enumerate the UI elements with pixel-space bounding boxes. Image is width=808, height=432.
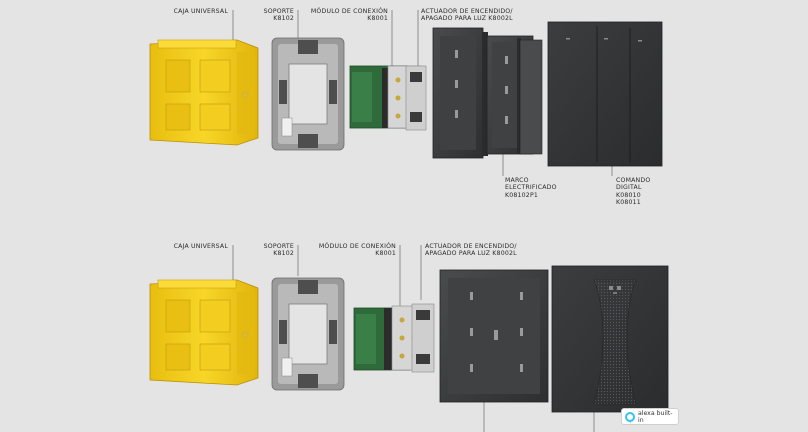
label-modulo-text: MÓDULO DE CONEXIÓN bbox=[318, 243, 396, 250]
connection-module-top bbox=[349, 65, 423, 129]
label-marco-code: K08102P1 bbox=[505, 191, 539, 199]
label-soporte-text: SOPORTE bbox=[263, 243, 294, 250]
label-comando-code2: K08011 bbox=[616, 199, 641, 207]
switch-actuator-bottom bbox=[411, 303, 435, 373]
digital-command-alexa bbox=[551, 265, 669, 413]
label-actuador-bottom: ACTUADOR DE ENCENDIDO/ APAGADO PARA LUZ … bbox=[425, 243, 517, 258]
label-caja-text: CAJA UNIVERSAL bbox=[173, 243, 228, 250]
label-comando-code1: K08010 bbox=[616, 191, 641, 199]
label-modulo-top: MÓDULO DE CONEXIÓN K8001 bbox=[300, 8, 388, 23]
label-caja-universal-top: CAJA UNIVERSAL bbox=[160, 8, 228, 15]
digital-command-top bbox=[547, 21, 663, 167]
support-frame-top bbox=[271, 37, 345, 151]
alexa-built-in-badge: alexa built-in bbox=[621, 408, 679, 425]
junction-box-top bbox=[149, 39, 259, 146]
label-marco-top: MARCO ELECTRIFICADO K08102P1 bbox=[505, 177, 557, 199]
electrified-frame-top bbox=[432, 27, 543, 159]
label-actuador-line1: ACTUADOR DE ENCENDIDO/ bbox=[425, 243, 517, 250]
alexa-ring-icon bbox=[625, 411, 635, 423]
label-caja-text: CAJA UNIVERSAL bbox=[173, 8, 228, 15]
label-soporte-bottom: SOPORTE K8102 bbox=[230, 243, 294, 258]
label-actuador-line1: ACTUADOR DE ENCENDIDO/ bbox=[421, 8, 513, 15]
label-actuador-top: ACTUADOR DE ENCENDIDO/ APAGADO PARA LUZ … bbox=[421, 8, 513, 23]
label-marco-line2: ELECTRIFICADO bbox=[505, 184, 557, 192]
label-caja-universal-bottom: CAJA UNIVERSAL bbox=[160, 243, 228, 250]
electrified-frame-bottom bbox=[439, 269, 549, 403]
label-soporte-code: K8102 bbox=[273, 250, 294, 258]
alexa-badge-text: alexa built-in bbox=[637, 409, 673, 424]
label-marco-line1: MARCO bbox=[505, 177, 529, 184]
label-actuador-line2: APAGADO PARA LUZ K8002L bbox=[421, 15, 513, 23]
label-comando-line1: COMANDO bbox=[616, 177, 651, 184]
label-soporte-code: K8102 bbox=[273, 15, 294, 23]
label-comando-top: COMANDO DIGITAL K08010 K08011 bbox=[616, 177, 650, 207]
label-comando-line2: DIGITAL bbox=[616, 184, 642, 192]
label-modulo-code: K8001 bbox=[375, 250, 396, 258]
label-modulo-code: K8001 bbox=[367, 15, 388, 23]
junction-box-bottom bbox=[149, 279, 259, 386]
label-soporte-top: SOPORTE K8102 bbox=[230, 8, 294, 23]
label-soporte-text: SOPORTE bbox=[263, 8, 294, 15]
switch-actuator-top bbox=[405, 65, 427, 131]
label-modulo-text: MÓDULO DE CONEXIÓN bbox=[310, 8, 388, 15]
label-actuador-line2: APAGADO PARA LUZ K8002L bbox=[425, 250, 517, 258]
support-frame-bottom bbox=[271, 277, 345, 391]
label-modulo-bottom: MÓDULO DE CONEXIÓN K8001 bbox=[306, 243, 396, 258]
